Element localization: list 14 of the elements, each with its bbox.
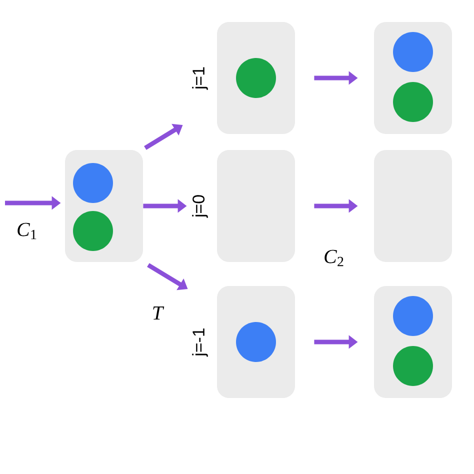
dot	[393, 346, 433, 386]
dot	[73, 211, 113, 251]
rotated-label: j=-1	[192, 328, 208, 357]
edge-label: T	[150, 305, 166, 321]
rotated-label: j=0	[192, 195, 208, 218]
dot	[73, 163, 113, 203]
edge-label: C$_{2}$	[322, 248, 346, 268]
dot	[393, 82, 433, 122]
dot	[393, 296, 433, 336]
dot	[236, 58, 276, 98]
rotated-label: j=1	[192, 67, 208, 90]
dot	[393, 32, 433, 72]
edge-label: C$_{1}$	[16, 222, 38, 240]
dot	[236, 322, 276, 362]
